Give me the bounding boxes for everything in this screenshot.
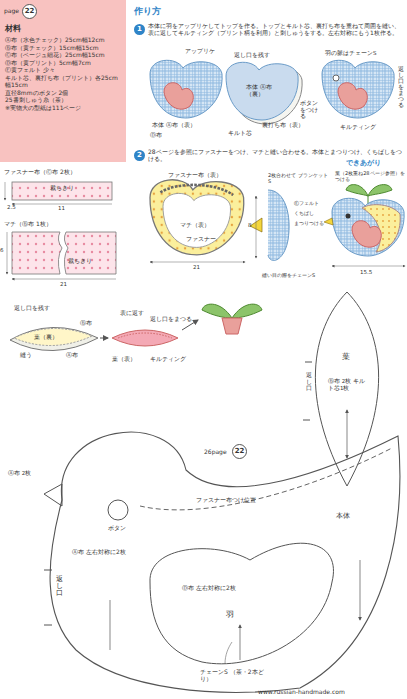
part-label: 返し口をまつる: [398, 66, 404, 108]
watermark: www.russian-handmade.com: [258, 688, 345, 695]
part-label: 葉: [342, 352, 350, 362]
fastener-cloth: [12, 182, 112, 200]
opening-label: 返し口: [56, 576, 63, 597]
part-label: 葉（2枚重ね28ページ参照）をつける: [335, 170, 405, 182]
part-label: ファスナー布（Ⓒ布 2枚）: [4, 168, 124, 175]
part-label: マチ（Ⓑ布 1枚）: [4, 220, 124, 227]
part-label: 羽: [226, 610, 234, 620]
part-label: Ⓐ布 左右対称に2枚: [72, 548, 136, 555]
part-label: キルト芯: [228, 130, 252, 137]
step-number: 2: [134, 150, 145, 161]
part-label: 表に返す: [120, 310, 144, 317]
part-label: キルティング: [340, 124, 376, 131]
part-label: ボタンをつける: [300, 100, 322, 120]
body-top: [150, 60, 222, 118]
opening-label: 返し口: [306, 372, 312, 392]
material-item: Ⓑ布（黄チェック）15cm幅15cm: [5, 44, 121, 52]
part-label: Ⓔフェルト: [294, 200, 319, 206]
badge-number: 22: [235, 448, 245, 455]
part-label: 返し口を残す: [14, 305, 50, 312]
part-label: アップリケ: [185, 48, 215, 55]
material-item: Ⓐ布（水色チェック）25cm幅12cm: [5, 36, 121, 44]
part-label: 羽の脈はチェーンS: [325, 50, 377, 57]
dimension: 21: [193, 264, 200, 271]
part-label: Ⓑ布 2枚 キルト芯1枚: [328, 378, 368, 391]
materials-panel: [0, 0, 126, 162]
part-label: 裏打ち布（表）: [262, 122, 304, 129]
part-label: まつりつける: [294, 220, 324, 226]
part-label: ファスナー布（表）: [168, 172, 222, 179]
badge-number: 22: [25, 8, 35, 15]
dimension: 8: [248, 222, 252, 229]
part-label: 縫う: [20, 352, 32, 359]
dimension: 6: [0, 247, 4, 254]
part-label: キルティング: [150, 356, 186, 363]
body-quilted: [322, 60, 394, 118]
body-back: [226, 62, 302, 124]
badge-number: 2: [137, 152, 142, 159]
part-label: 2枚合わせて ブランケットS: [268, 172, 330, 184]
part-label: ボタン: [108, 524, 126, 531]
finished-bird: [324, 185, 404, 256]
note: 裁ちきり: [68, 258, 92, 265]
part-label: Ⓑ布: [80, 320, 92, 327]
materials-box: 材料 Ⓐ布（水色チェック）25cm幅12cmⒷ布（黄チェック）15cm幅15cmⒸ…: [2, 22, 124, 113]
part-label: 返し口をまつる: [150, 316, 192, 323]
material-item: 直径8mmのボタン 2個: [5, 89, 121, 97]
part-label: チェーンS （茶・2本どり）: [200, 668, 264, 682]
page-badge: 22: [232, 444, 247, 459]
material-item: 25番刺しゅう糸（茶）: [5, 96, 121, 104]
page-badge: 22: [22, 4, 37, 19]
part-label: Ⓐ布: [66, 352, 78, 359]
zipper-machi: [150, 180, 244, 255]
badge-number: 1: [137, 26, 142, 33]
body-outline: [50, 432, 400, 692]
dimension: 2.5: [7, 204, 16, 211]
part-label: ファスナー布つけ位置: [196, 496, 256, 503]
page-word: 26page: [204, 448, 227, 455]
part-label: 本体: [336, 512, 350, 520]
part-label: 本体 Ⓐ布（裏）: [246, 84, 280, 97]
dimension: 15.5: [360, 269, 372, 276]
part-label: くちばし: [294, 210, 314, 216]
dimension: 11: [58, 205, 65, 212]
part-label: Ⓐ布 2枚: [8, 470, 31, 477]
step-number: 1: [134, 24, 145, 35]
result-label: できあがり: [346, 160, 381, 168]
material-item: Ⓒ布（ベージュ細花）25cm幅15cm: [5, 51, 121, 59]
part-label: 縫い目の際をチェーンS: [262, 272, 332, 278]
note: 裁ちきり: [50, 185, 74, 192]
part-label: 本体 Ⓐ布（表）: [152, 122, 212, 129]
material-item: Ⓔ黄フェルト 少々: [5, 66, 121, 74]
step-text: 本体に羽をアップリケしてトップを作る。トップとキルト芯、裏打ち布を重ねて周囲を縫…: [148, 22, 404, 36]
part-label: 葉（表）: [112, 356, 136, 363]
part-label: 葉（裏）: [34, 334, 58, 341]
part-label: Ⓓ布: [150, 132, 162, 139]
material-item: キルト芯、裏打ち布（プリント）各25cm幅15cm: [5, 74, 121, 89]
materials-heading: 材料: [5, 24, 121, 34]
section-title: 作り方: [134, 6, 161, 17]
dimension: 21: [60, 281, 67, 288]
part-label: Ⓓ布 左右対称に2枚: [182, 584, 252, 591]
part-label: ファスナー: [186, 236, 216, 243]
part-label: 返し口を残す: [234, 52, 270, 59]
part-label: マチ（表）: [180, 222, 210, 229]
material-item: Ⓓ布（黄プリント）5cm幅7cm: [5, 59, 121, 67]
material-item: ※実物大の型紙は111ページ: [5, 104, 121, 112]
page-word: page: [4, 7, 19, 14]
